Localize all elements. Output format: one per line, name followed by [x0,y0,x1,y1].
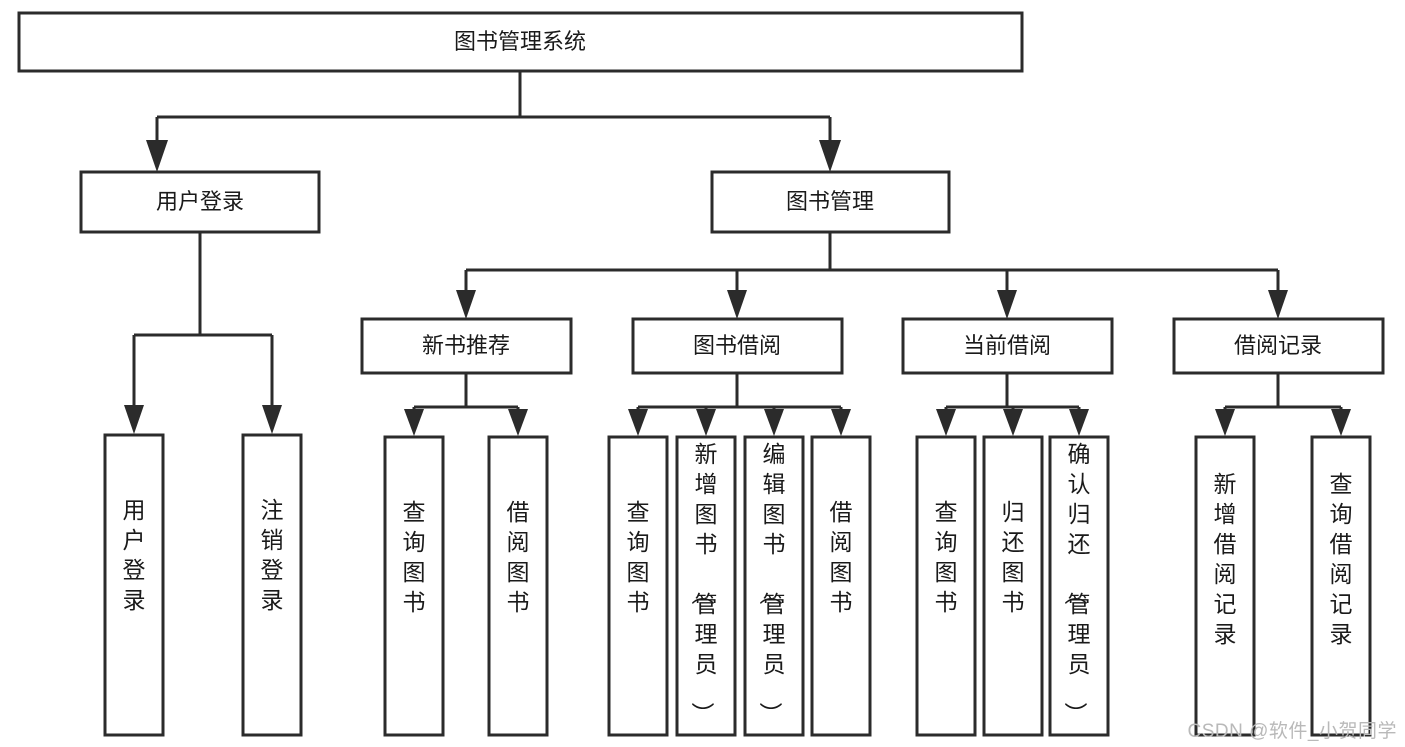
arrow-leaf-borrow-book-1 [508,409,528,436]
leaf-logout[interactable]: 注销登录 [241,433,303,737]
arrow-to-current-borrow [997,290,1017,319]
node-current-borrow-rect[interactable] [901,317,1114,375]
node-user-login[interactable]: 用户登录 [79,170,321,234]
leaf-confirm-return-label: 确认归还（管理员） [1063,441,1091,725]
node-new-book-recommend[interactable]: 新书推荐 [360,317,573,375]
leaf-user-login-label: 用户登录 [123,497,146,613]
node-new-book-recommend-rect[interactable] [360,317,573,375]
leaf-return-book-rect[interactable] [982,435,1044,737]
leaf-logout-rect[interactable] [241,433,303,737]
arrow-leaf-confirm-return [1069,409,1089,436]
leaf-query-book-3-label: 查询图书 [935,499,958,615]
node-root[interactable]: 图书管理系统 [17,11,1024,73]
arrow-leaf-query-book-2 [628,409,648,436]
arrow-leaf-user-login [124,405,144,434]
leaf-confirm-return-rect[interactable] [1048,435,1110,737]
arrow-leaf-query-book-3 [936,409,956,436]
leaf-query-book-2[interactable]: 查询图书 [607,435,669,737]
node-current-borrow[interactable]: 当前借阅 [901,317,1114,375]
node-current-borrow-label: 当前借阅 [963,333,1051,358]
node-borrow-record-rect[interactable] [1172,317,1385,375]
leaf-add-book-label: 新增图书（管理员） [690,441,718,725]
arrow-to-book-management [819,140,841,172]
leaf-query-book-1[interactable]: 查询图书 [383,435,445,737]
arrow-to-borrow-record [1268,290,1288,319]
leaf-user-login[interactable]: 用户登录 [103,433,165,737]
leaf-query-record-label: 查询借阅记录 [1330,471,1353,647]
leaf-query-book-1-rect[interactable] [383,435,445,737]
arrow-leaf-query-record [1331,409,1351,436]
node-user-login-rect[interactable] [79,170,321,234]
node-book-borrow[interactable]: 图书借阅 [631,317,844,375]
leaf-add-record-label: 新增借阅记录 [1214,471,1237,647]
leaf-add-book[interactable]: 新增图书（管理员） [675,435,737,737]
leaf-borrow-book-1[interactable]: 借阅图书 [487,435,549,737]
node-book-management-rect[interactable] [710,170,951,234]
leaf-borrow-book-2-label: 借阅图书 [830,499,853,615]
node-book-management-label: 图书管理 [786,189,874,214]
connector-layer [124,71,1351,436]
leaf-add-book-rect[interactable] [675,435,737,737]
arrow-leaf-add-record [1215,409,1235,436]
node-root-label: 图书管理系统 [454,29,586,54]
arrow-leaf-return-book [1003,409,1023,436]
node-user-login-label: 用户登录 [156,189,244,214]
leaf-borrow-book-1-rect[interactable] [487,435,549,737]
leaf-borrow-book-1-label: 借阅图书 [507,499,530,615]
arrow-to-book-borrow [727,290,747,319]
arrow-to-new-book [456,290,476,319]
leaf-query-book-3-rect[interactable] [915,435,977,737]
node-book-management[interactable]: 图书管理 [710,170,951,234]
leaf-query-book-3[interactable]: 查询图书 [915,435,977,737]
leaf-add-record[interactable]: 新增借阅记录 [1194,435,1256,737]
node-root-rect[interactable] [17,11,1024,73]
node-book-borrow-rect[interactable] [631,317,844,375]
leaf-return-book[interactable]: 归还图书 [982,435,1044,737]
leaf-query-book-2-label: 查询图书 [627,499,650,615]
node-borrow-record[interactable]: 借阅记录 [1172,317,1385,375]
node-new-book-recommend-label: 新书推荐 [422,333,510,358]
leaf-logout-label: 注销登录 [261,497,284,613]
leaf-borrow-book-2[interactable]: 借阅图书 [810,435,872,737]
leaf-confirm-return[interactable]: 确认归还（管理员） [1048,435,1110,737]
arrow-leaf-query-book-1 [404,409,424,436]
leaf-query-book-2-rect[interactable] [607,435,669,737]
leaf-query-record-rect[interactable] [1310,435,1372,737]
leaf-borrow-book-2-rect[interactable] [810,435,872,737]
leaf-query-book-1-label: 查询图书 [403,499,426,615]
node-book-borrow-label: 图书借阅 [693,333,781,358]
leaf-return-book-label: 归还图书 [1002,499,1025,615]
arrow-leaf-borrow-book-2 [831,409,851,436]
arrow-leaf-add-book [696,409,716,436]
arrow-leaf-logout [262,405,282,434]
leaf-edit-book-rect[interactable] [743,435,805,737]
leaf-user-login-rect[interactable] [103,433,165,737]
arrow-leaf-edit-book [764,409,784,436]
leaf-add-record-rect[interactable] [1194,435,1256,737]
leaf-query-record[interactable]: 查询借阅记录 [1310,435,1372,737]
node-borrow-record-label: 借阅记录 [1234,333,1322,358]
arrow-to-user-login [146,140,168,172]
leaf-edit-book[interactable]: 编辑图书（管理员） [743,435,805,737]
leaf-edit-book-label: 编辑图书（管理员） [758,441,786,725]
